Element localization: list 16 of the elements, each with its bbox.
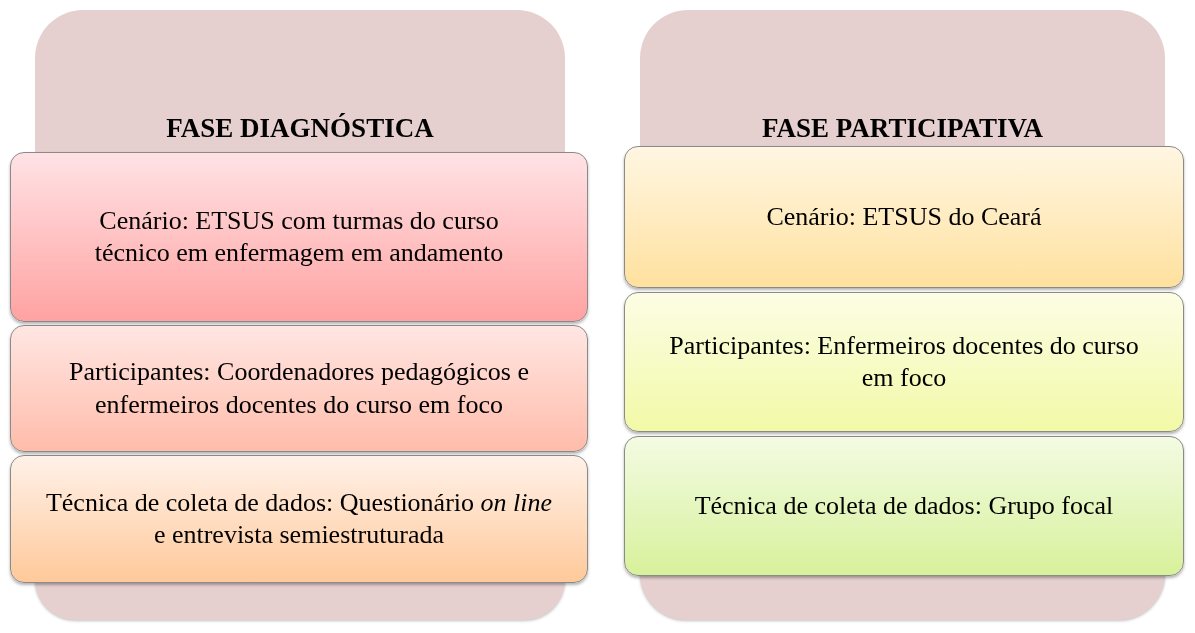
box-text: Técnica de coleta de dados: Questionário on line e entrevista semiestruturada: [44, 486, 554, 551]
info-box: [624, 146, 1184, 288]
phase-heading: FASE PARTICIPATIVA: [761, 112, 1044, 145]
box-text: Participantes: Coordenadores pedagógicos e enfermeiros docentes do curso em foco: [68, 356, 530, 421]
box-text: Técnica de coleta de dados: Grupo focal: [694, 489, 1114, 522]
box-text: Cenário: ETSUS com turmas do curso técnico em enfermagem em andamento: [93, 204, 505, 269]
box-text: Participantes: Enfermeiros docentes do curso em foco: [668, 329, 1140, 394]
info-box: [624, 436, 1184, 576]
info-box: [10, 325, 588, 452]
info-box: [10, 455, 588, 583]
phase-panel: [640, 10, 1165, 148]
box-text: Cenário: ETSUS do Ceará: [766, 200, 1042, 233]
info-box: [10, 152, 588, 322]
info-box: [624, 292, 1184, 432]
phase-panel: [35, 10, 565, 154]
phase-heading: FASE DIAGNÓSTICA: [165, 112, 435, 145]
